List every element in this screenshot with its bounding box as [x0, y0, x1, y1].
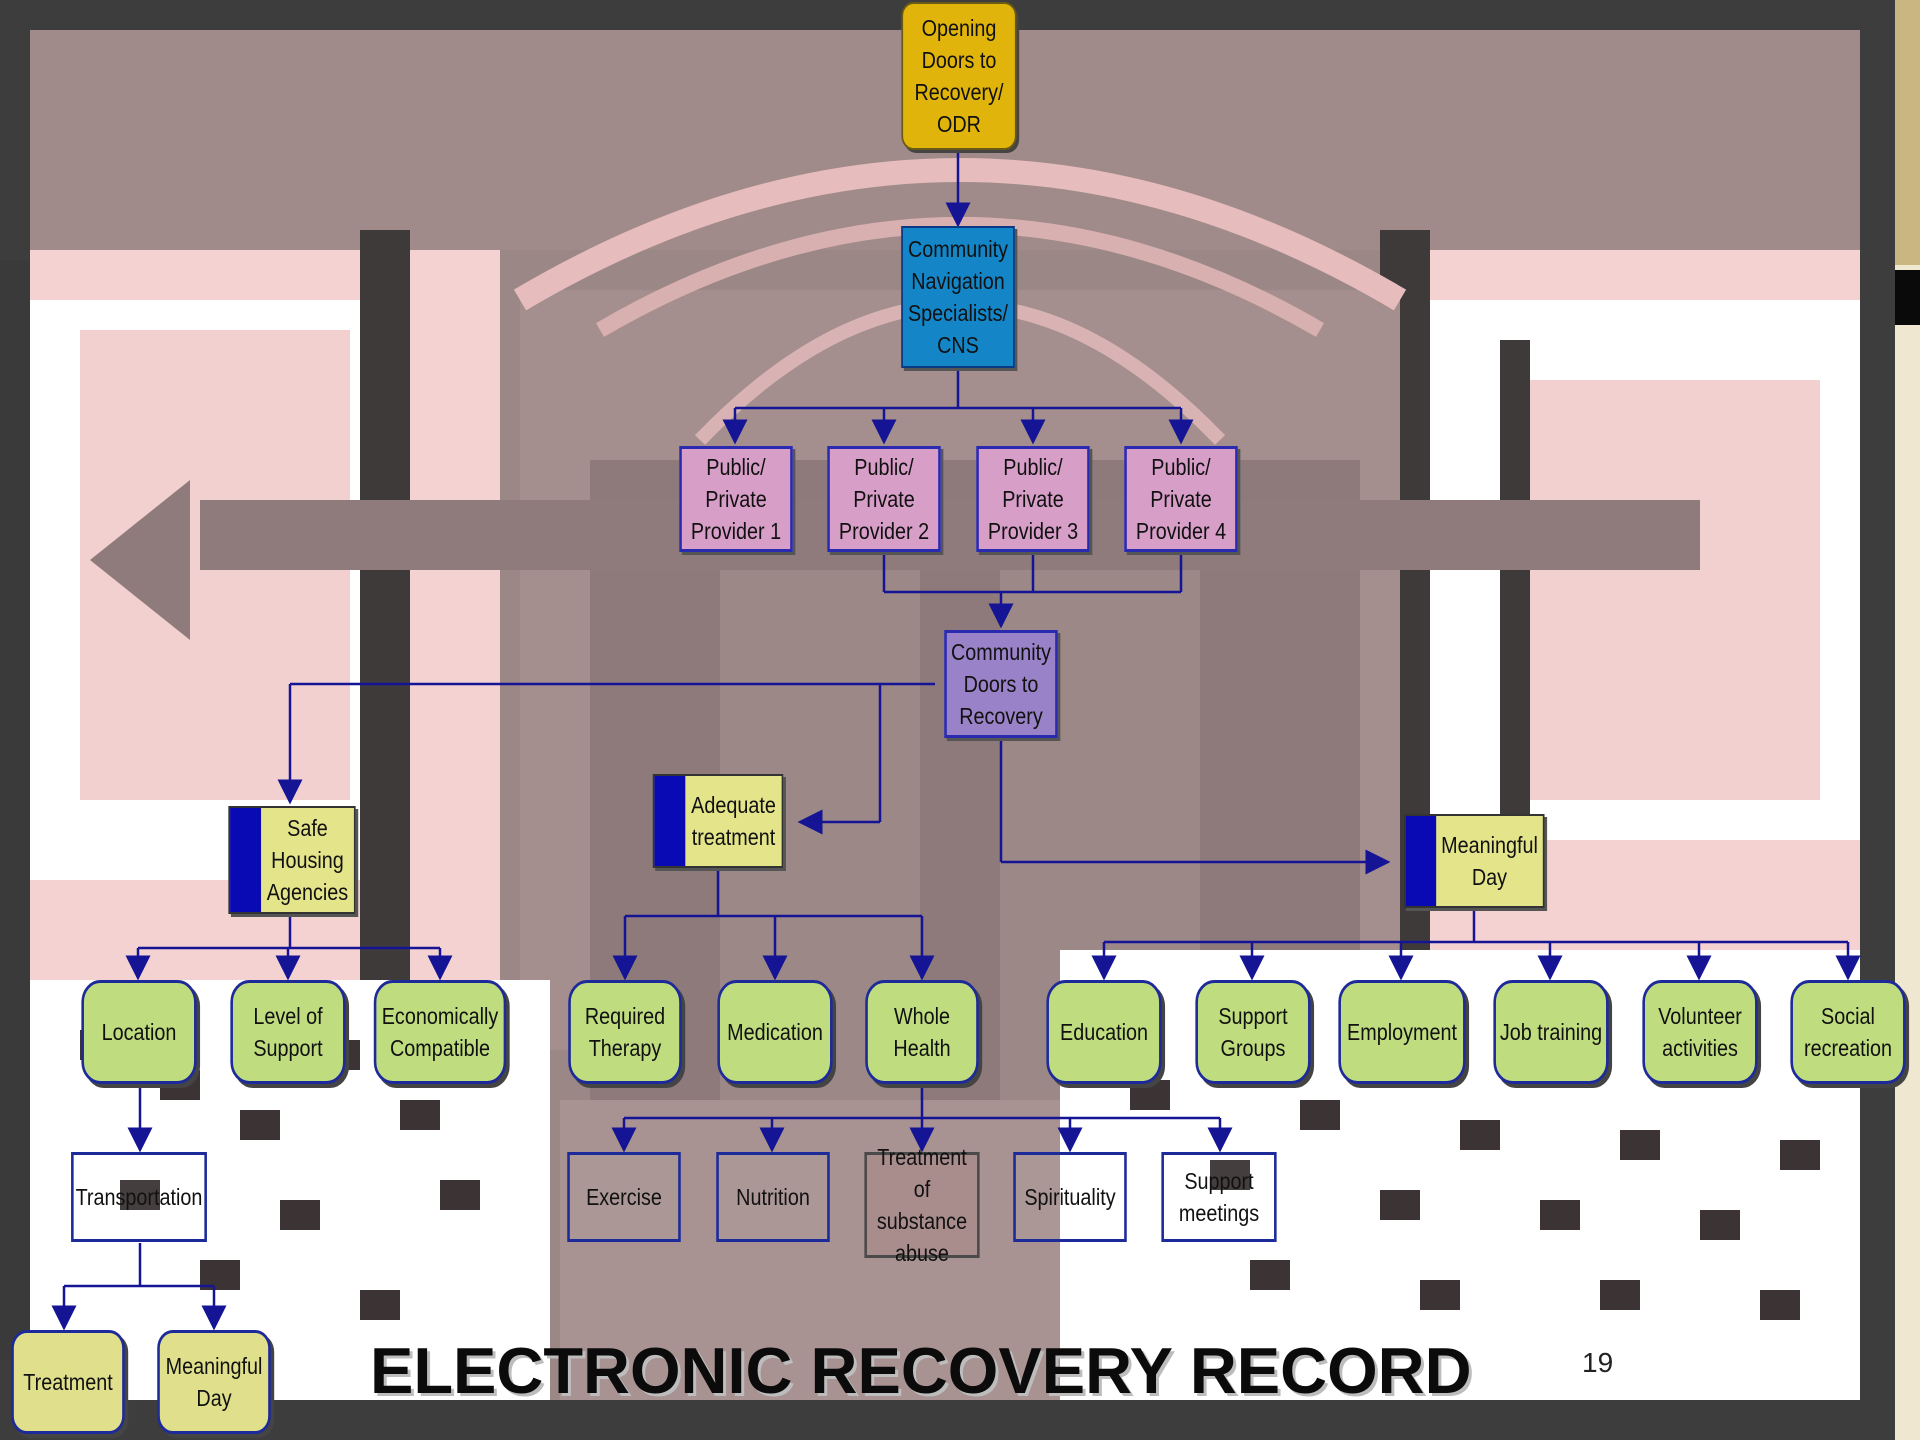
- cns-node: Community Navigation Specialists/ CNS: [901, 226, 1015, 368]
- support-groups-node: Support Groups: [1195, 980, 1311, 1084]
- exercise-node: Exercise: [567, 1152, 681, 1242]
- required-therapy-node: Required Therapy: [568, 980, 682, 1084]
- meaningful-day-node: Meaningful Day: [1403, 814, 1545, 908]
- category-bar: [654, 776, 686, 866]
- connectors: [51, 150, 1861, 1331]
- page-number: 19: [1582, 1347, 1614, 1378]
- meaningful-day-item-node: Meaningful Day: [157, 1330, 271, 1434]
- category-bar: [1405, 816, 1437, 906]
- provider-4-node: Public/ Private Provider 4: [1124, 446, 1238, 552]
- provider-1-node: Public/ Private Provider 1: [679, 446, 793, 552]
- medication-node: Medication: [717, 980, 833, 1084]
- employment-node: Employment: [1338, 980, 1466, 1084]
- adequate-treatment-label: Adequate treatment: [691, 792, 776, 850]
- job-training-node: Job training: [1493, 980, 1609, 1084]
- safe-housing-node: Safe Housing Agencies: [228, 806, 356, 914]
- support-meetings-node: Support meetings: [1161, 1152, 1277, 1242]
- meaningful-day-label: Meaningful Day: [1441, 832, 1538, 890]
- category-bar: [230, 808, 262, 912]
- slide-title: ELECTRONIC RECOVERY RECORD: [370, 1334, 1472, 1407]
- nutrition-node: Nutrition: [716, 1152, 830, 1242]
- safe-housing-label: Safe Housing Agencies: [266, 815, 349, 905]
- adequate-treatment-node: Adequate treatment: [652, 774, 784, 868]
- social-recreation-node: Social recreation: [1790, 980, 1906, 1084]
- location-node: Location: [81, 980, 197, 1084]
- transportation-node: Transportation: [71, 1152, 207, 1242]
- whole-health-node: Whole Health: [865, 980, 979, 1084]
- cdr-node: Community Doors to Recovery: [944, 630, 1058, 738]
- education-node: Education: [1046, 980, 1162, 1084]
- level-of-support-node: Level of Support: [230, 980, 346, 1084]
- substance-abuse-treatment-node: Treatment of substance abuse: [864, 1144, 980, 1266]
- spirituality-node: Spirituality: [1013, 1152, 1127, 1242]
- provider-3-node: Public/ Private Provider 3: [976, 446, 1090, 552]
- volunteer-activities-node: Volunteer activities: [1642, 980, 1758, 1084]
- odr-node: Opening Doors to Recovery/ ODR: [901, 2, 1017, 150]
- provider-2-node: Public/ Private Provider 2: [827, 446, 941, 552]
- treatment-node: Treatment: [11, 1330, 125, 1434]
- economically-compatible-node: Economically Compatible: [373, 980, 507, 1084]
